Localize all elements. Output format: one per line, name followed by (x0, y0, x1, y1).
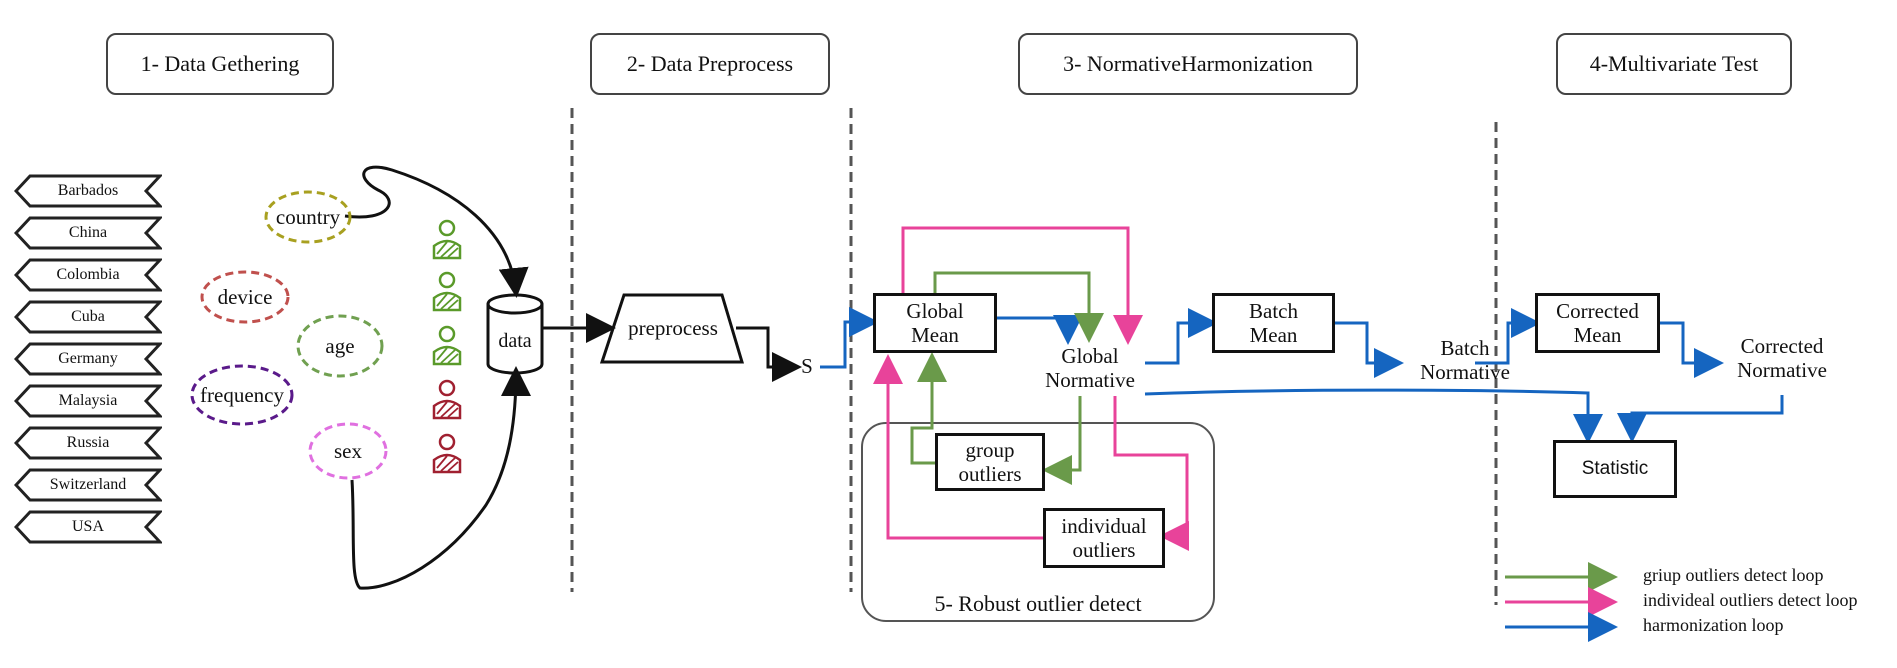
corrected-normative-label: Corrected Normative (1737, 334, 1827, 383)
arrow-normative-to-group-outliers (1042, 396, 1082, 485)
country-item-colombia: Colombia (14, 258, 162, 292)
s-label: S (801, 354, 813, 378)
country-item-switzerland: Switzerland (14, 468, 162, 502)
country-item-germany: Germany (14, 342, 162, 376)
sex-attribute-label: sex (334, 438, 362, 463)
arrow-country-to-data (344, 165, 529, 298)
batch-mean-label: Batch Mean (1249, 298, 1298, 347)
legend-individual-outliers-label: individeal outliers detect loop (1643, 590, 1858, 610)
country-item-label: Malaysia (58, 392, 118, 409)
country-item-malaysia: Malaysia (14, 384, 162, 418)
country-item-cuba: Cuba (14, 300, 162, 334)
frequency-attribute-label: frequency (200, 382, 284, 407)
individual-outliers-label: individual outliers (1061, 513, 1147, 562)
country-attribute-label: country (275, 204, 341, 229)
statistic-label: Statistic (1581, 458, 1649, 480)
arrow-corrected-mean-to-corrected-normative (1660, 321, 1724, 378)
country-item-china: China (14, 216, 162, 250)
stage-title-normative-harmonization: 3- NormativeHarmonization (1018, 33, 1358, 95)
country-item-label: China (68, 224, 108, 241)
stage-title-multivariate-test: 4-Multivariate Test (1556, 33, 1792, 95)
arrow-green-top-loop (933, 271, 1104, 343)
outlier-panel-title: 5- Robust outlier detect (934, 591, 1142, 616)
device-attribute-cloud: device (198, 268, 292, 326)
arrow-sex-to-data (350, 366, 531, 590)
country-item-label: Switzerland (49, 476, 127, 493)
stage-title-data-gathering: 1- Data Gethering (106, 33, 334, 95)
person-icon (432, 325, 462, 366)
arrow-normative-to-individual-outliers (1113, 396, 1189, 551)
statistic-box: Statistic (1553, 440, 1677, 498)
arrow-individual-outliers-to-global-mean (873, 354, 1043, 540)
batch-mean-box: Batch Mean (1212, 293, 1335, 353)
legend-group-outliers-label: griup outliers detect loop (1643, 565, 1824, 585)
global-mean-box: Global Mean (873, 293, 997, 353)
device-attribute-label: device (217, 284, 273, 309)
preprocess-label: preprocess (628, 316, 718, 340)
corrected-mean-label: Corrected Mean (1556, 298, 1639, 347)
country-item-label: Russia (66, 434, 110, 451)
legend-harmonization-label: harmonization loop (1643, 615, 1784, 635)
country-item-label: Germany (58, 350, 118, 367)
arrow-group-outliers-to-global-mean (910, 352, 947, 465)
arrow-pink-top-loop (901, 226, 1143, 345)
sex-attribute-cloud: sex (306, 420, 390, 482)
person-icons (432, 219, 462, 474)
person-icon (432, 433, 462, 474)
stage-title-data-preprocess: 2- Data Preprocess (590, 33, 830, 95)
country-item-label: Colombia (56, 266, 120, 283)
country-item-label: Cuba (71, 308, 105, 325)
outlier-panel-frame (861, 422, 1215, 622)
arrow-global-mean-to-normative (997, 315, 1083, 345)
arrow-preprocess-to-s (736, 326, 802, 382)
country-attribute-cloud: country (262, 188, 354, 246)
country-item-label: Barbados (57, 182, 119, 199)
group-outliers-label: group outliers (958, 437, 1022, 486)
arrow-global-normative-to-batch-mean (1145, 308, 1218, 365)
age-attribute-cloud: age (294, 312, 386, 380)
arrow-s-to-global-mean (820, 307, 879, 369)
batch-normative-label: Batch Normative (1420, 336, 1510, 385)
arrow-batch-mean-to-batch-normative (1335, 321, 1404, 378)
person-icon (432, 379, 462, 420)
age-attribute-label: age (325, 333, 355, 358)
data-label: data (498, 330, 532, 352)
corrected-mean-box: Corrected Mean (1535, 293, 1660, 353)
group-outliers-box: group outliers (935, 433, 1045, 491)
arrow-corrected-normative-to-statistic (1617, 395, 1784, 443)
arrow-global-normative-to-statistic (1144, 388, 1603, 444)
person-icon (432, 271, 462, 312)
person-icon (432, 219, 462, 260)
country-item-label: USA (71, 518, 104, 535)
country-item-barbados: Barbados (14, 174, 162, 208)
individual-outliers-box: individual outliers (1043, 508, 1165, 568)
global-mean-label: Global Mean (906, 298, 964, 347)
arrow-batch-normative-to-corrected-mean (1475, 308, 1541, 365)
country-item-usa: USA (14, 510, 162, 544)
country-item-russia: Russia (14, 426, 162, 460)
frequency-attribute-cloud: frequency (188, 362, 296, 428)
global-normative-label: Global Normative (1045, 344, 1135, 393)
